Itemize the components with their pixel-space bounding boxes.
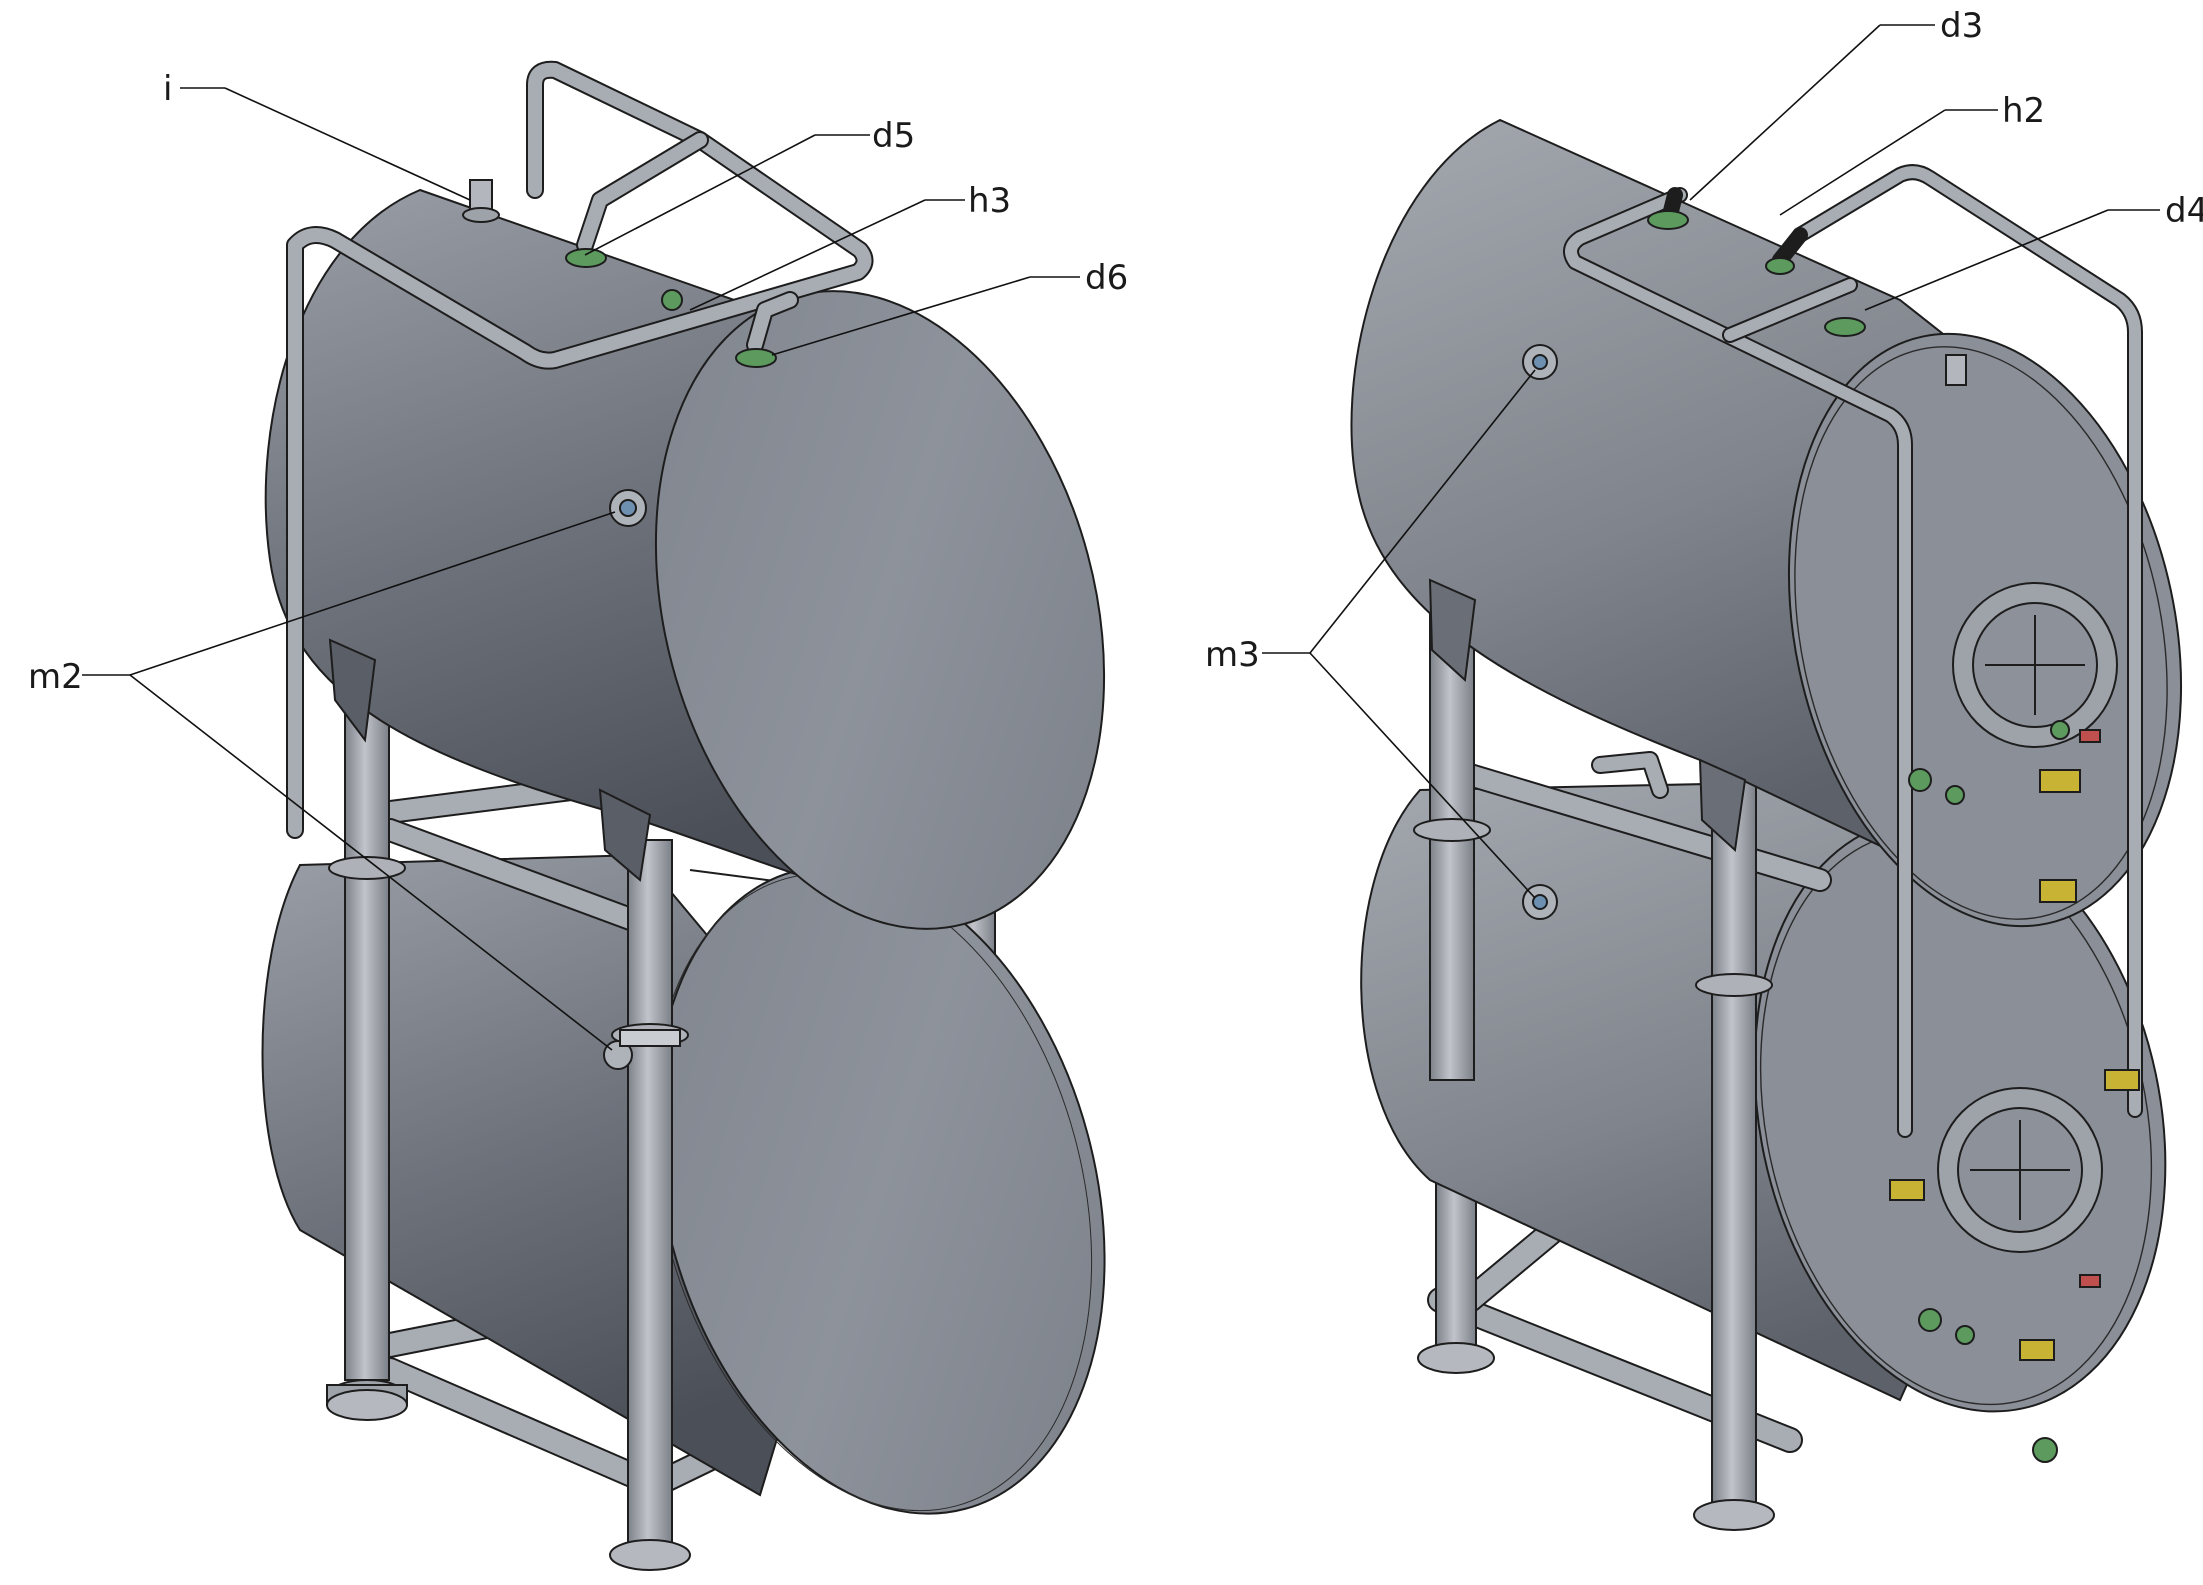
callout-d4: d4 bbox=[2165, 191, 2203, 231]
callout-d5: d5 bbox=[872, 116, 915, 156]
callout-m3: m3 bbox=[1205, 635, 1260, 675]
left-lower-port bbox=[603, 1040, 633, 1070]
callout-m2: m2 bbox=[28, 657, 83, 697]
callout-d3: d3 bbox=[1940, 6, 1983, 46]
left-front-legs bbox=[326, 659, 691, 1571]
callout-i: i bbox=[163, 69, 172, 109]
right-fittings bbox=[1522, 210, 2140, 1463]
left-fittings bbox=[462, 179, 777, 1070]
callout-h3: h3 bbox=[968, 181, 1011, 221]
left-upper-tank bbox=[264, 188, 1106, 930]
left-tank-assembly bbox=[261, 60, 1106, 1571]
right-middle-frame bbox=[1458, 751, 1832, 892]
right-legs bbox=[1413, 579, 1775, 1531]
callout-d6: d6 bbox=[1085, 258, 1128, 298]
callouts: i d5 h3 d6 m2 d3 h2 d4 m3 bbox=[28, 6, 2203, 1051]
left-lower-tank bbox=[261, 853, 1106, 1515]
callout-h2: h2 bbox=[2002, 91, 2045, 131]
right-piping bbox=[1563, 164, 2143, 1138]
right-tank-assembly bbox=[1350, 118, 2183, 1531]
left-top-piping bbox=[286, 60, 874, 839]
